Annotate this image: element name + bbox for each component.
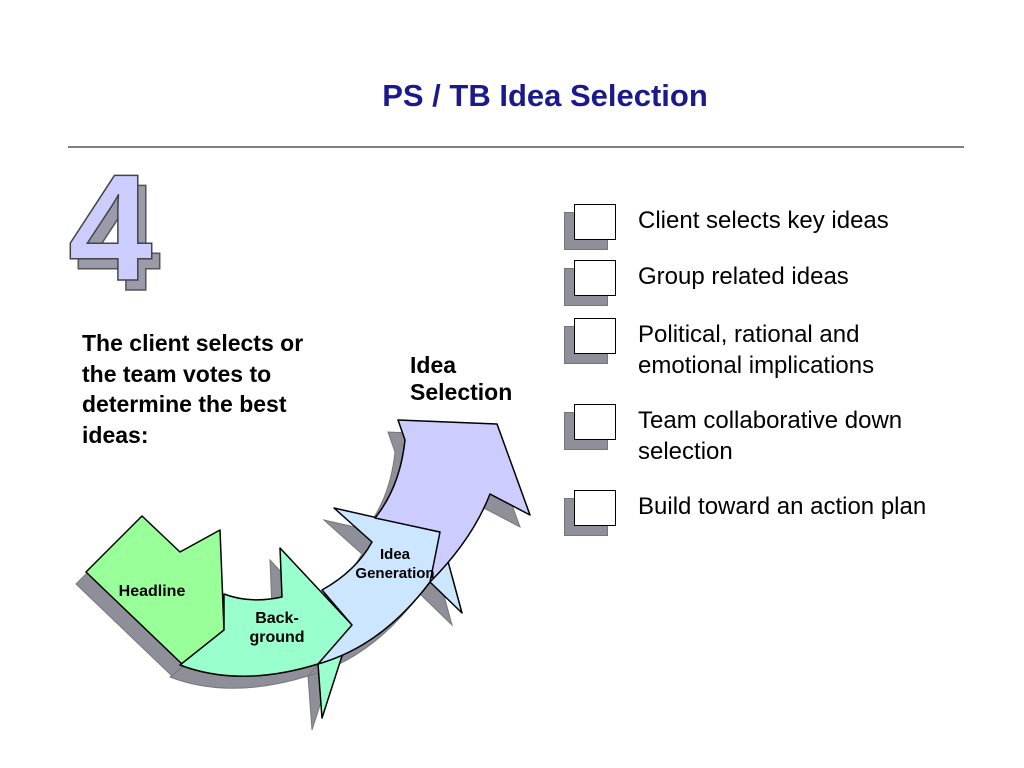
checklist-item-label: Client selects key ideas xyxy=(638,207,889,234)
checkbox-face xyxy=(574,404,616,440)
step-number: 4 xyxy=(68,150,153,300)
checkbox-face xyxy=(574,260,616,296)
stage-idea-selection-arrow xyxy=(374,419,531,583)
checklist-item-label: Build toward an action plan xyxy=(638,493,927,520)
checklist-item-label: Political, rational and emotional implic… xyxy=(638,321,875,379)
step-number-graphic: 4 4 xyxy=(67,150,161,300)
checkbox-icon xyxy=(562,204,616,250)
slide-title: PS / TB Idea Selection xyxy=(382,78,708,113)
stage-background-label: ground xyxy=(249,629,304,646)
checkbox-face xyxy=(574,490,616,526)
stage-idea-generation-arrow xyxy=(317,507,463,665)
stage-idea-generation-label: Idea xyxy=(380,546,411,563)
checklist-item-label: Team collaborative down selection xyxy=(638,407,903,465)
checkbox-icon xyxy=(562,404,616,450)
stage-headline-label: Headline xyxy=(119,583,186,600)
stage-background-label: Back- xyxy=(255,610,299,627)
checkbox-face xyxy=(574,204,616,240)
checkbox-icon xyxy=(562,260,616,306)
phase-title-line: Selection xyxy=(410,379,513,405)
checkbox-face xyxy=(574,318,616,354)
title-divider xyxy=(68,146,964,148)
intro-text: The client selects or the team votes to … xyxy=(82,330,304,448)
checklist-item-label: Group related ideas xyxy=(638,263,849,290)
stage-background-arrow xyxy=(179,547,353,719)
checkbox-icon xyxy=(562,318,616,364)
checkbox-icon xyxy=(562,490,616,536)
phase-title-line: Idea xyxy=(410,352,457,378)
step-number-shadow: 4 xyxy=(76,153,161,300)
stage-idea-generation-label: Generation xyxy=(355,565,434,582)
